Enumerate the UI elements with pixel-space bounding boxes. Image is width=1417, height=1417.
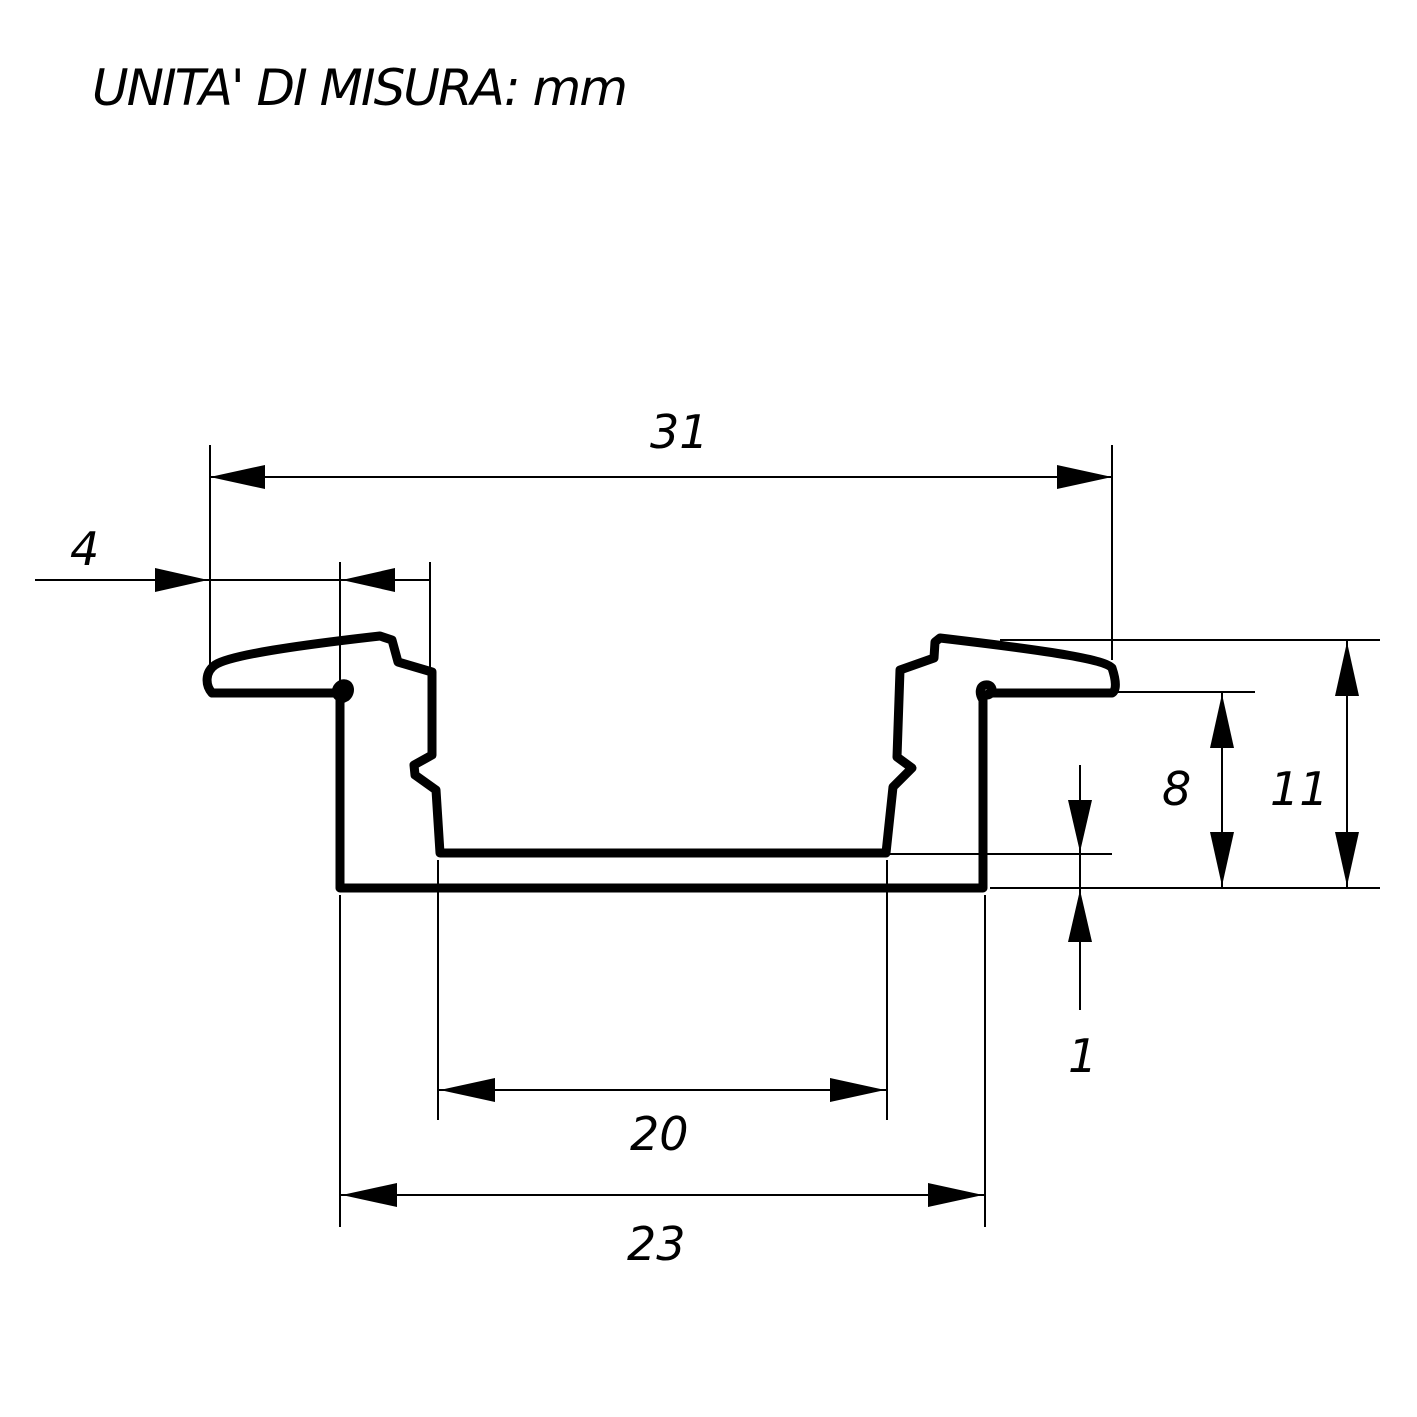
dimension-label: 8 — [1162, 762, 1191, 816]
arrowhead — [928, 1183, 983, 1207]
dimension-8: 8 — [1162, 692, 1234, 888]
dimension-20: 20 — [437, 860, 888, 1161]
arrowhead — [155, 568, 208, 592]
profile-outline — [202, 631, 1120, 893]
dimension-1: 1 — [1068, 765, 1097, 1083]
arrowhead — [440, 1078, 495, 1102]
arrowhead — [1210, 694, 1234, 748]
arrowhead — [1057, 465, 1112, 489]
arrowhead — [1335, 832, 1359, 886]
arrowhead — [342, 568, 395, 592]
dimension-23: 23 — [339, 895, 986, 1271]
dimension-label: 23 — [627, 1217, 686, 1271]
dimension-label: 20 — [630, 1107, 689, 1161]
dimension-4: 4 — [35, 522, 431, 682]
dimension-11: 11 — [1270, 640, 1359, 888]
arrowhead — [342, 1183, 397, 1207]
units-title: UNITA' DI MISURA: mm — [92, 59, 626, 117]
dimension-label: 11 — [1270, 762, 1329, 816]
arrowhead — [1068, 800, 1092, 852]
dimension-label: 1 — [1068, 1029, 1097, 1083]
arrowhead — [210, 465, 265, 489]
dimension-label: 31 — [650, 405, 709, 459]
arrowhead — [1335, 642, 1359, 696]
arrowhead — [1210, 832, 1234, 886]
arrowhead — [830, 1078, 885, 1102]
dimension-label: 4 — [70, 522, 99, 576]
arrowhead — [1068, 890, 1092, 942]
dimension-31: 31 — [209, 405, 1113, 668]
